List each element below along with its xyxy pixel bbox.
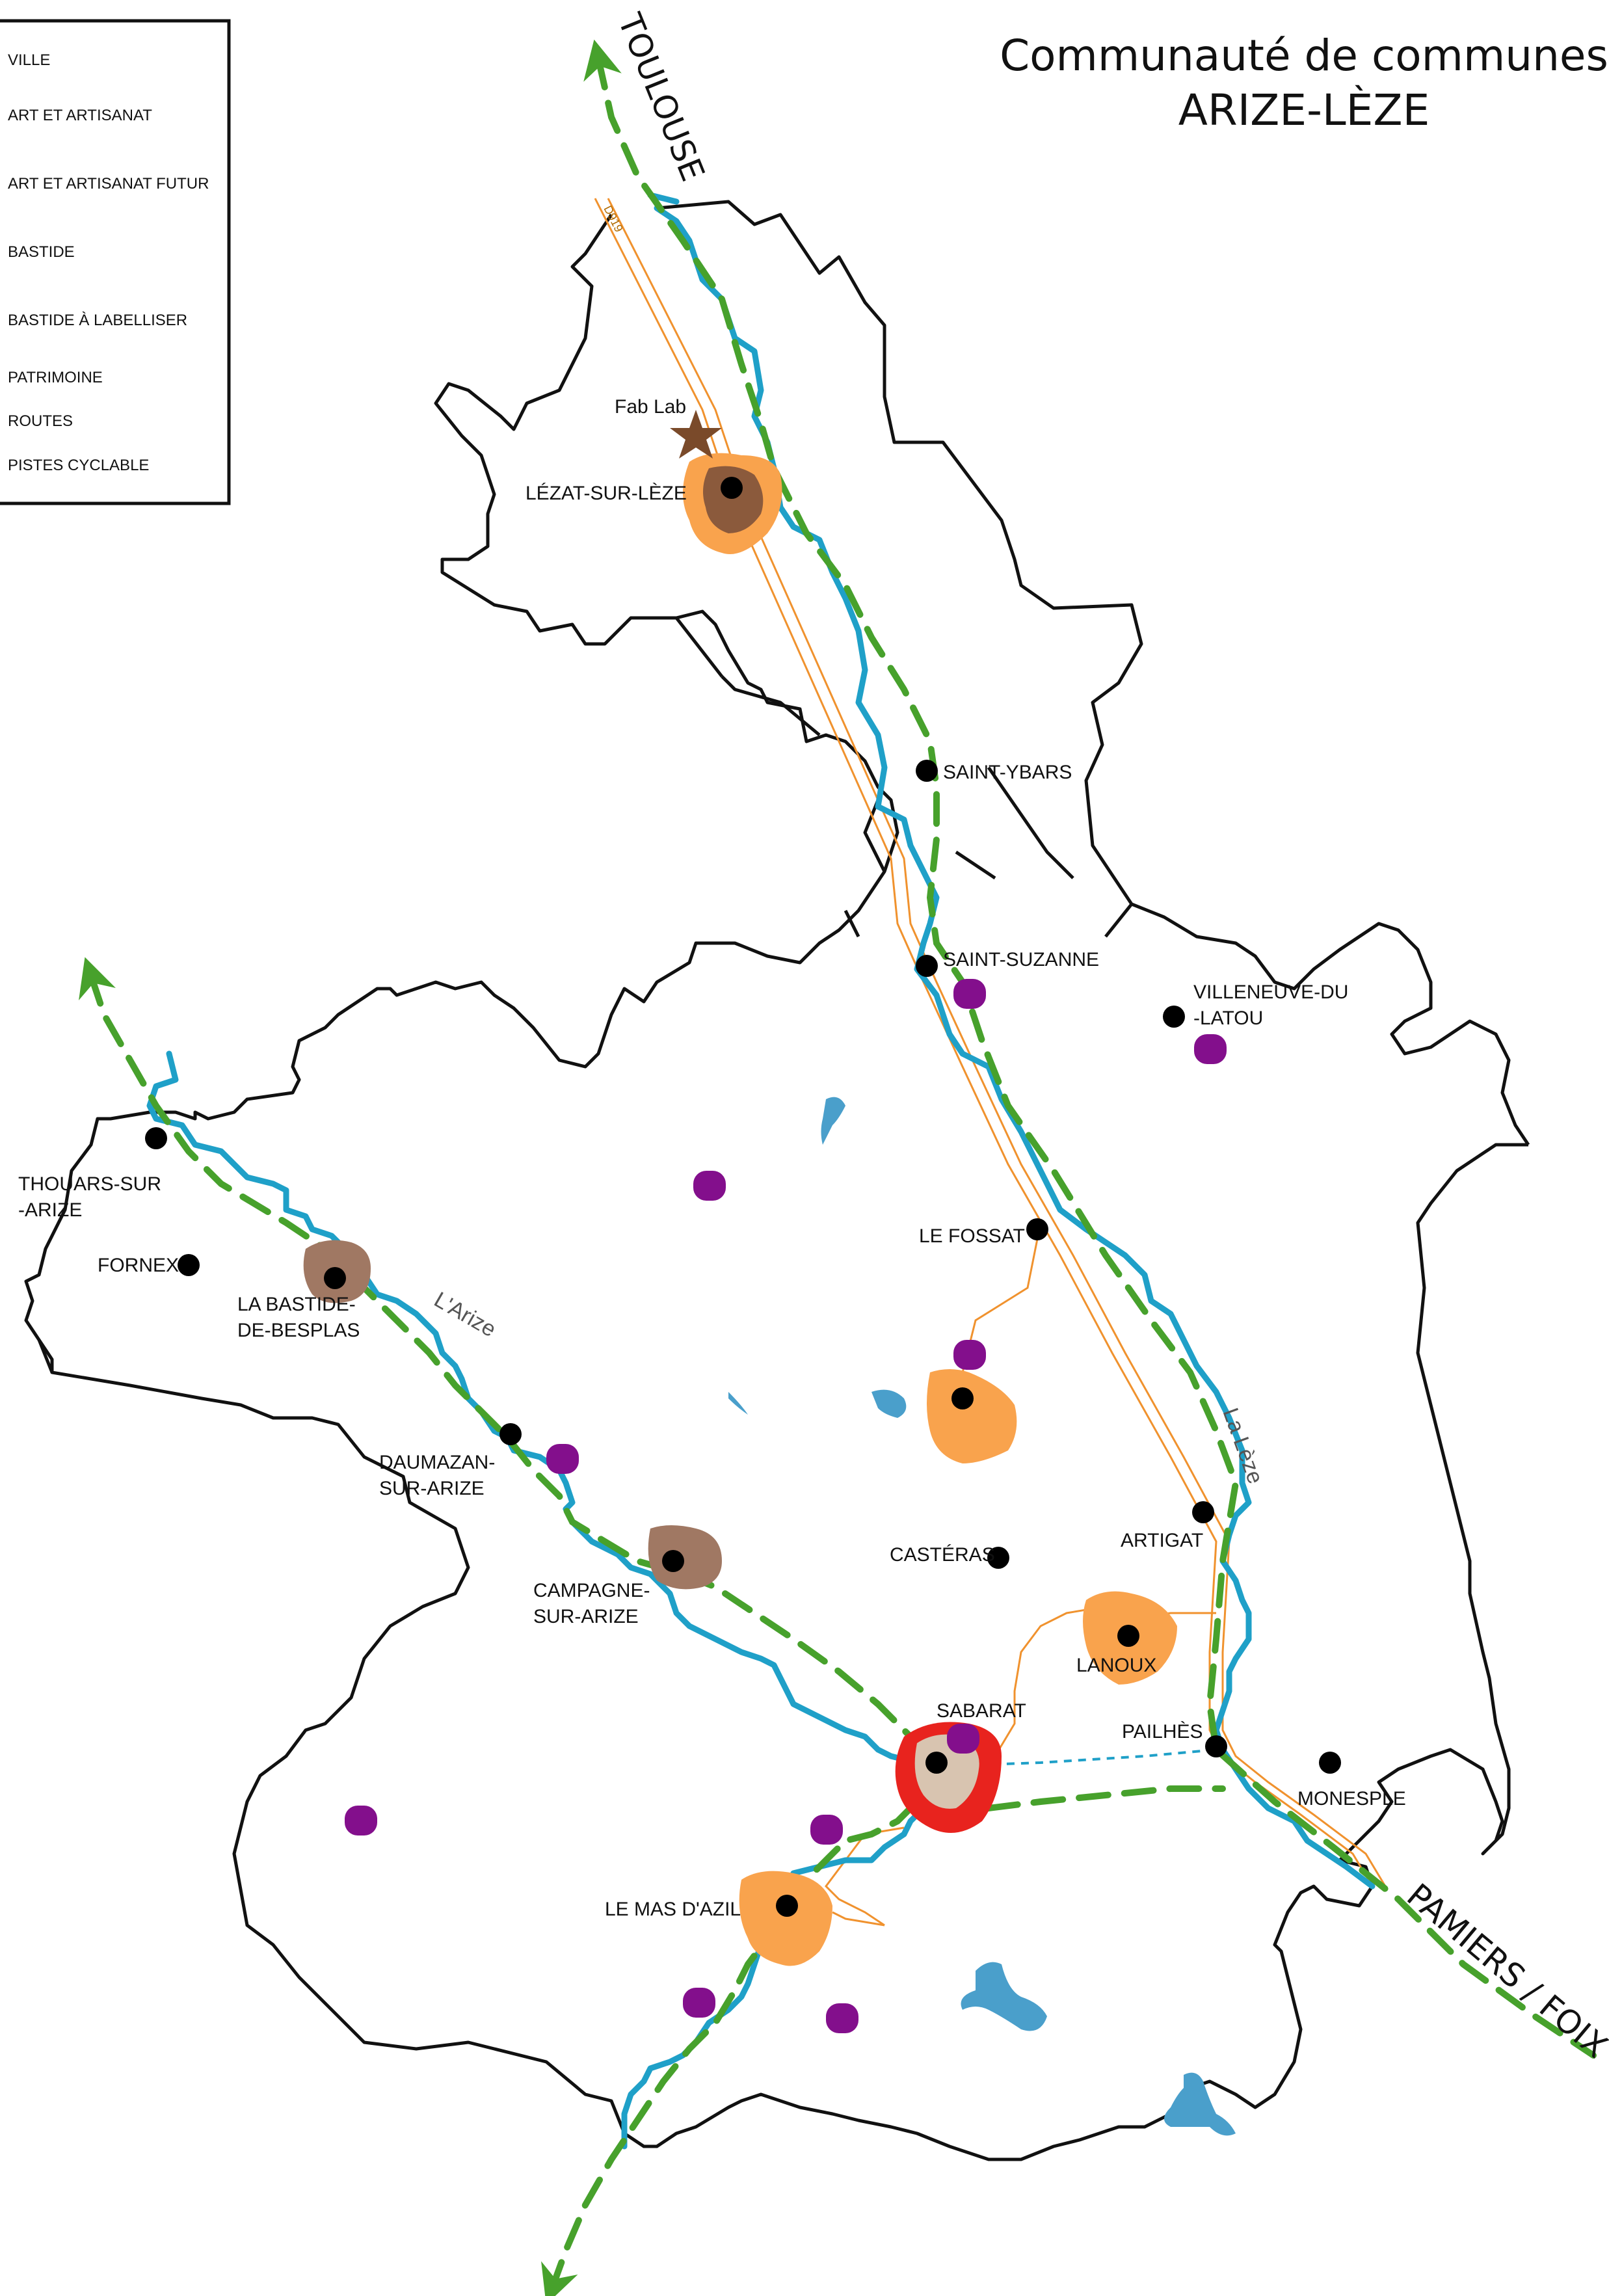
town-label-villeneuve-2: -LATOU: [1193, 1008, 1263, 1029]
heritage-sites: [345, 979, 1227, 2033]
cycle-paths: [79, 39, 1597, 2296]
river-label-arize: L'Arize: [430, 1287, 500, 1342]
direction-pamiers-foix: PAMIERS / FOIX: [1400, 1876, 1609, 2066]
commune-boundaries: [24, 200, 1530, 2161]
town-label-le-mas-dazil: LE MAS D'AZIL: [605, 1899, 741, 1920]
legend-item-art: ART ET ARTISANAT: [8, 107, 152, 124]
water-bodies: [728, 1097, 1236, 2136]
town-label-daumazan-1: DAUMAZAN-: [379, 1452, 495, 1473]
town-label-pailhes: PAILHÈS: [1122, 1721, 1203, 1742]
town-label-la-bastide-1: LA BASTIDE-: [237, 1294, 356, 1315]
town-label-lanoux: LANOUX: [1076, 1655, 1156, 1676]
town-label-sabarat: SABARAT: [937, 1700, 1026, 1722]
legend-box: [0, 19, 231, 505]
town-label-casteras: CASTÉRAS: [890, 1544, 995, 1566]
town-label-fornex: FORNEX: [98, 1255, 179, 1276]
town-label-villeneuve-1: VILLENEUVE-DU: [1193, 981, 1348, 1003]
town-label-saint-ybars: SAINT-YBARS: [943, 762, 1072, 783]
town-labels: LÉZAT-SUR-LÈZE SAINT-YBARS SAINT-SUZANNE…: [18, 483, 1406, 1920]
title-line-1: Communauté de communes: [1000, 31, 1608, 81]
town-label-lezat: LÉZAT-SUR-LÈZE: [525, 483, 687, 504]
legend-item-patrimoine: PATRIMOINE: [8, 369, 103, 386]
legend-item-art-futur: ART ET ARTISANAT FUTUR: [8, 175, 209, 193]
legend-item-bastide-label: BASTIDE À LABELLISER: [8, 312, 187, 329]
town-label-thouars-1: THOUARS-SUR: [18, 1173, 161, 1195]
legend-item-pistes: PISTES CYCLABLE: [8, 457, 149, 474]
fablab-label: Fab Lab: [615, 396, 686, 418]
town-dots: [145, 477, 1341, 1917]
town-label-thouars-2: -ARIZE: [18, 1199, 82, 1221]
title-line-2: ARIZE-LÈZE: [1178, 85, 1430, 135]
town-label-artigat: ARTIGAT: [1121, 1530, 1203, 1551]
fablab-star-icon: [670, 410, 722, 459]
legend: VILLE ART ET ARTISANAT ART ET ARTISANAT …: [0, 19, 231, 505]
town-label-saint-suzanne: SAINT-SUZANNE: [943, 949, 1099, 970]
town-label-campagne-2: SUR-ARIZE: [533, 1606, 639, 1627]
direction-toulouse: TOULOUSE: [610, 8, 711, 187]
town-label-le-fossat: LE FOSSAT: [919, 1225, 1025, 1247]
town-label-monesple: MONESPLE: [1297, 1788, 1406, 1809]
town-label-la-bastide-2: DE-BESPLAS: [237, 1320, 360, 1341]
town-label-daumazan-2: SUR-ARIZE: [379, 1478, 485, 1499]
legend-item-bastide: BASTIDE: [8, 243, 75, 261]
town-label-campagne-1: CAMPAGNE-: [533, 1580, 650, 1601]
legend-item-routes: ROUTES: [8, 412, 73, 430]
legend-item-ville: VILLE: [8, 51, 50, 69]
river-label-leze: La Lèze: [1217, 1405, 1268, 1488]
